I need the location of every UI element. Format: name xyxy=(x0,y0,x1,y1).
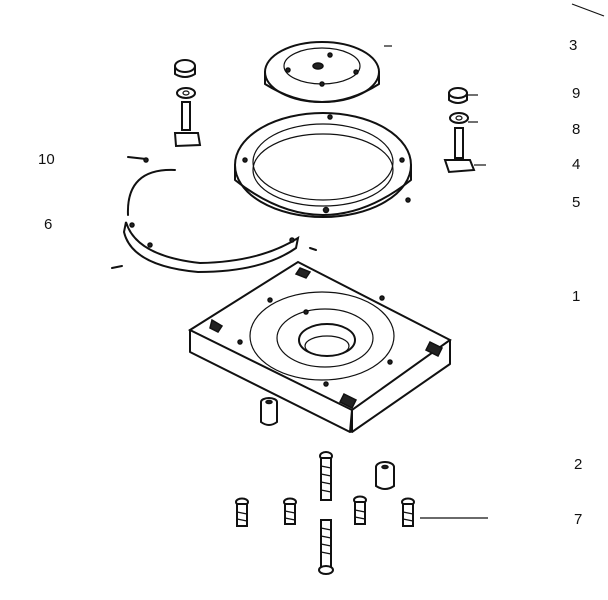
callout-4: 4 xyxy=(572,156,581,173)
part-9-nut-right xyxy=(448,87,468,104)
callout-6: 6 xyxy=(44,216,53,233)
part-7-screw-4 xyxy=(401,497,415,527)
spacer-left xyxy=(260,397,278,426)
part-2-spacer xyxy=(375,461,395,490)
nut-left xyxy=(174,59,196,78)
part-7-screw-3 xyxy=(353,495,367,525)
callout-1: 1 xyxy=(572,288,581,305)
part-10-screw xyxy=(127,156,149,163)
callout-8: 8 xyxy=(572,121,581,138)
part-7-screw-long-bottom xyxy=(318,519,334,575)
part-7-screw-long-top xyxy=(319,451,333,501)
part-8-washer-right xyxy=(449,112,469,124)
part-5-ring xyxy=(234,112,412,218)
leader-lines xyxy=(384,45,488,519)
part-4-bolt-right xyxy=(443,127,476,174)
part-7-screw-2 xyxy=(283,497,297,525)
callout-7: 7 xyxy=(574,511,583,528)
corner-mark xyxy=(571,3,605,17)
callout-2: 2 xyxy=(574,456,583,473)
part-1-base-plate xyxy=(187,260,452,433)
callout-5: 5 xyxy=(572,194,581,211)
bolt-left xyxy=(173,101,202,148)
small-screw-band-lower xyxy=(111,247,317,269)
callout-9: 9 xyxy=(572,85,581,102)
part-3-cap-disc xyxy=(264,41,380,103)
callout-3: 3 xyxy=(569,37,578,54)
part-7-screw-1 xyxy=(235,497,249,527)
callout-10: 10 xyxy=(38,151,55,168)
washer-left xyxy=(176,87,196,99)
part-6-clamp-band xyxy=(122,168,300,274)
